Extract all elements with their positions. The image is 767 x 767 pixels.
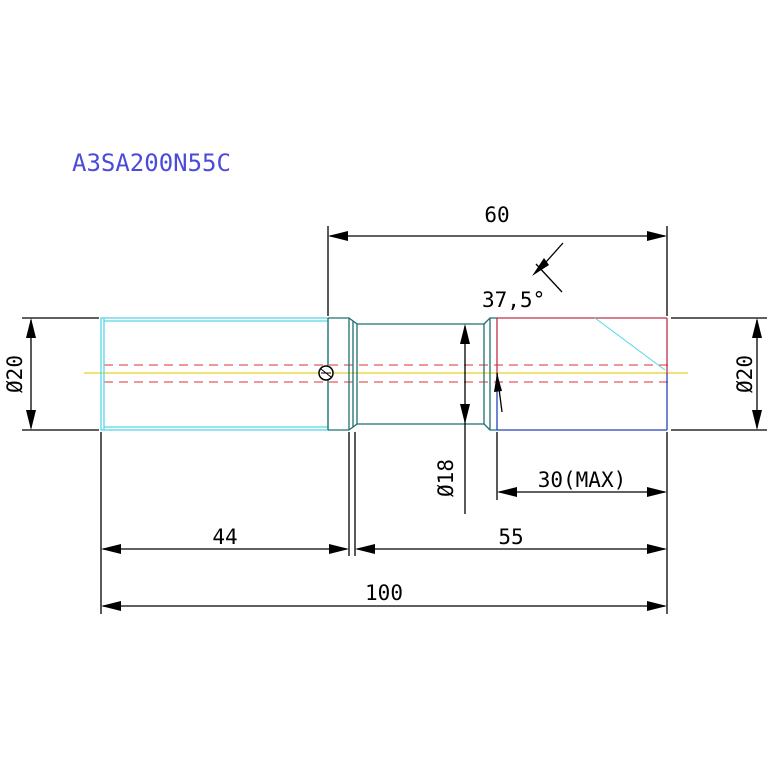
shaft-thread-section (496, 317, 668, 431)
dimension-thread-length (496, 432, 668, 500)
dimension-overall-length (101, 601, 667, 611)
dimension-left-length-label: 44 (212, 525, 237, 549)
shaft-left-section (100, 317, 329, 431)
shaft-neck-section (357, 317, 497, 431)
dimension-left-diameter (22, 317, 99, 431)
dimension-thread-length-label: 30(MAX) (538, 468, 627, 492)
chamfer-angle-leader (494, 242, 564, 413)
dimension-right-diameter-label: Ø20 (733, 355, 757, 393)
chamfer-angle-label: 37,5° (482, 288, 545, 312)
part-number-label: A3SA200N55C (72, 149, 231, 177)
dimension-overall-length-label: 100 (365, 581, 403, 605)
dimension-top-length-label: 60 (484, 203, 509, 227)
dimension-right-length-label: 55 (498, 525, 523, 549)
dimension-neck-diameter (460, 324, 470, 514)
dimension-top-length (327, 226, 668, 316)
dimension-left-diameter-label: Ø20 (3, 355, 27, 393)
dimension-left-length (100, 432, 350, 614)
dimension-right-diameter (671, 317, 767, 431)
dimension-neck-diameter-label: Ø18 (434, 459, 458, 497)
dimension-right-length (354, 432, 668, 614)
cross-hole-marker (318, 365, 334, 381)
